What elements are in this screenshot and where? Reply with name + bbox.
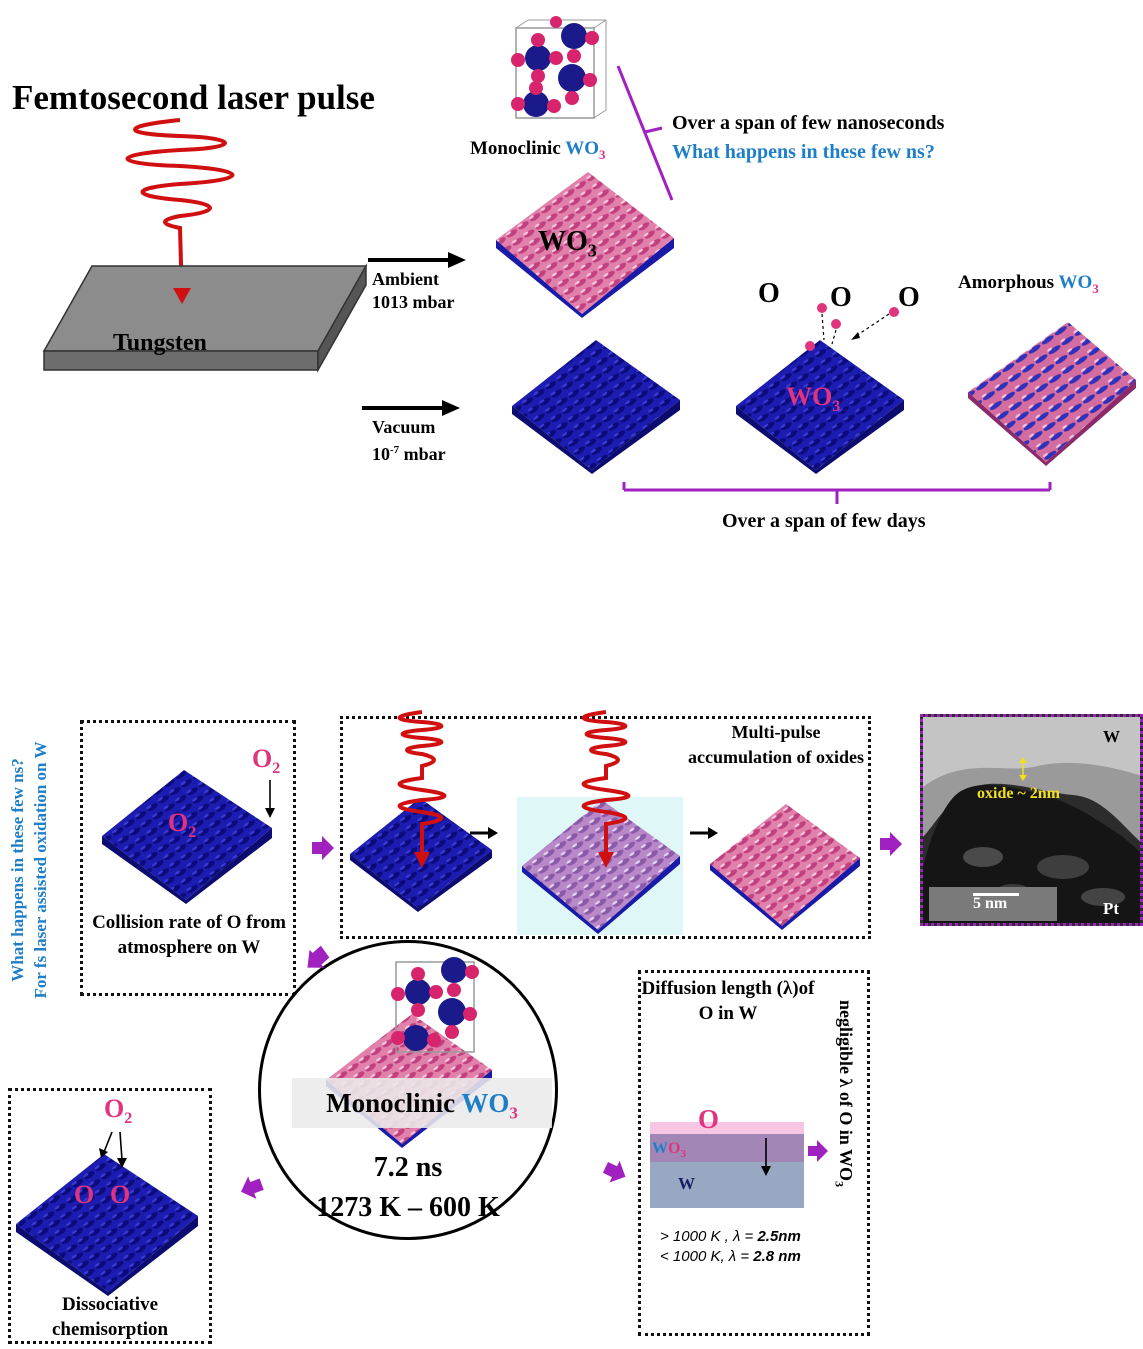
diffusion-w-label: W (678, 1174, 695, 1193)
wo3-label-vacuum: WO3 (786, 382, 841, 416)
diffusion-condition-2: < 1000 K, λ = 2.8 nm (660, 1248, 801, 1265)
ns-line-1: Over a span of few nanoseconds (672, 112, 945, 134)
diffusion-condition-1: > 1000 K , λ = 2.5nm (660, 1228, 801, 1245)
multipulse-surface-2 (522, 800, 680, 934)
tungsten-slab (42, 263, 368, 373)
days-label: Over a span of few days (722, 510, 926, 532)
oxygen-atoms-adsorbing (805, 303, 899, 351)
diffusion-layer-w (650, 1162, 804, 1208)
diffusion-title: Diffusion length (λ)of O in W (641, 978, 815, 1024)
center-time: 7.2 ns (373, 1152, 443, 1183)
wo3-label-ambient: WO3 (538, 226, 597, 261)
oxygen-label-1: O (758, 278, 780, 309)
vacuum-arrow (362, 400, 460, 416)
arrow-multipulse-to-tem (880, 832, 902, 856)
tem-w-label: W (1103, 727, 1120, 746)
wo3-surface-ambient (496, 172, 674, 318)
arrow-circle-to-diffusion (602, 1160, 626, 1183)
multipulse-arrow-1 (470, 827, 498, 839)
collision-text: Collision rate of O from atmosphere on W (92, 912, 286, 958)
w-surface-vacuum (512, 340, 680, 474)
crystal-structure-center (391, 957, 479, 1053)
arrow-circle-to-collision (307, 945, 330, 968)
vacuum-label: Vacuum 10-7 mbar (372, 417, 446, 464)
amorphous-wo3-label: Amorphous WO3 (958, 272, 1099, 296)
w-surface-oxygen-adsorption (736, 340, 904, 474)
diffusion-wo3-label: WO3 (652, 1140, 686, 1161)
crystal-structure-top (511, 16, 607, 119)
days-bracket (622, 482, 1052, 504)
laser-pulse-2 (581, 710, 631, 868)
oxygen-label-3: O (898, 282, 920, 313)
o-atom-2: O (110, 1180, 131, 1209)
o2-label-collision-incoming: O2 (252, 744, 281, 778)
laser-arrow-tip (173, 288, 191, 304)
multipulse-text: Multi-pulse accumulation of oxides (687, 722, 864, 767)
multipulse-arrow-2 (690, 827, 718, 839)
center-temperature: 1273 K – 600 K (316, 1192, 500, 1223)
dissociative-box (8, 1088, 212, 1344)
center-monoclinic-label: Monoclinic WO3 (292, 1078, 552, 1128)
diffusion-o-label: O (698, 1104, 720, 1134)
tungsten-label: Tungsten (113, 330, 207, 356)
o-atom-1: O (74, 1180, 95, 1209)
w-surface-collision (102, 770, 272, 904)
dissociative-text: Dissociative chemisorption (51, 1294, 169, 1340)
collision-box (80, 720, 296, 996)
ns-bracket (616, 65, 674, 201)
w-surface-dissociative (16, 1154, 198, 1296)
diffusion-layer-o (650, 1122, 804, 1134)
side-question-text: What happens in these few ns?For fs lase… (8, 741, 50, 999)
ns-line-2: What happens in these few ns? (672, 141, 935, 163)
negligible-text: negligible λ of O in WO3 (832, 1000, 856, 1188)
o2-label-dissociative: O2 (104, 1094, 133, 1128)
tem-oxide-label: oxide ~ 2nm (977, 785, 1060, 802)
tem-scale-label: 5 nm (973, 895, 1008, 912)
diffusion-layer-wo3 (650, 1134, 804, 1162)
multipulse-surface-3 (710, 804, 860, 930)
arrow-to-negligible (808, 1140, 828, 1162)
dissociation-arrows (99, 1131, 127, 1168)
diffusion-arrow (761, 1138, 771, 1176)
diffusion-box (638, 970, 870, 1336)
tem-image: W oxide ~ 2nm 5 nm Pt (920, 714, 1143, 926)
o2-label-on-surface: O2 (168, 808, 197, 842)
laser-pulse-1 (397, 710, 447, 868)
arrow-collision-to-multipulse (312, 836, 334, 860)
oxygen-label-2: O (830, 282, 852, 313)
arrow-circle-to-dissociative (241, 1176, 264, 1199)
ambient-arrow (368, 252, 466, 268)
incoming-o2-arrow (265, 780, 275, 818)
monoclinic-wo3-label-top: Monoclinic WO3 (470, 138, 606, 162)
multipulse-box (340, 716, 871, 939)
main-title: Femtosecond laser pulse (12, 78, 375, 117)
amorphous-wo3-surface (968, 322, 1136, 466)
tem-pt-label: Pt (1103, 899, 1120, 918)
